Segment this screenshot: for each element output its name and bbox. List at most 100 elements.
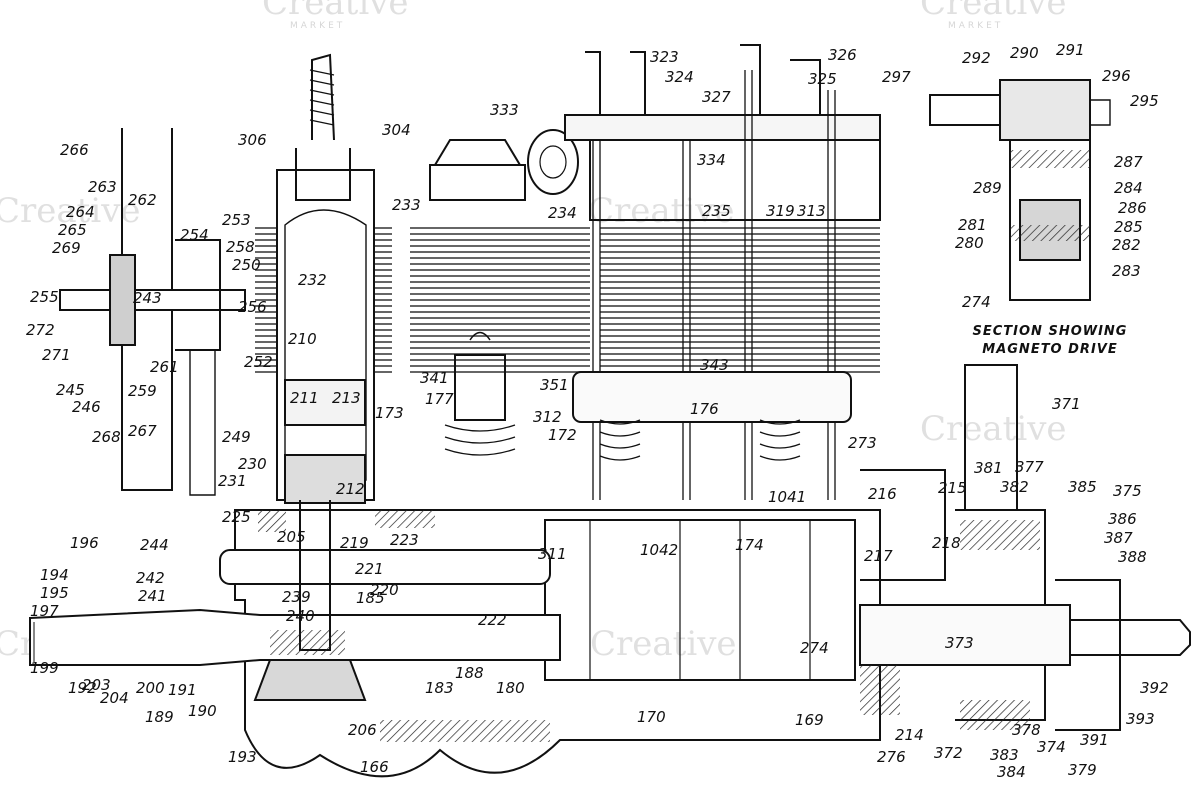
head-block	[589, 139, 881, 221]
part-label: 292	[962, 49, 991, 67]
cylinder-bore	[284, 209, 367, 481]
part-label: 276	[877, 748, 906, 766]
part-label: 243	[133, 289, 162, 307]
main-shaft-right	[859, 604, 1071, 666]
watermark-sub: MARKET	[948, 21, 1003, 31]
part-label: 210	[288, 330, 317, 348]
part-label: 284	[1114, 179, 1143, 197]
rocker-stand	[585, 51, 646, 115]
rocker-post	[740, 44, 821, 115]
part-label: 375	[1113, 482, 1142, 500]
part-label: 1041	[768, 488, 806, 506]
part-label: 240	[286, 607, 315, 625]
watermark-text: Creative	[590, 624, 737, 664]
part-label: 172	[548, 426, 577, 444]
magneto-casing	[1009, 139, 1091, 301]
section-hatching	[258, 150, 1090, 742]
part-label: 274	[800, 639, 829, 657]
magneto-gear	[999, 79, 1091, 141]
part-label: 241	[138, 587, 167, 605]
part-label: 177	[425, 390, 454, 408]
intake-flange	[433, 139, 522, 166]
part-label: 231	[218, 472, 247, 490]
part-label: 218	[932, 534, 961, 552]
part-label: 258	[226, 238, 255, 256]
part-label: 383	[990, 746, 1019, 764]
part-label: 176	[690, 400, 719, 418]
part-label: 264	[66, 203, 95, 221]
valve-spring	[309, 69, 335, 126]
part-label: 392	[1140, 679, 1169, 697]
part-label: 323	[650, 48, 679, 66]
part-label: 219	[340, 534, 369, 552]
part-label: 220	[370, 581, 399, 599]
part-label: 197	[30, 602, 59, 620]
part-label: 223	[390, 531, 419, 549]
part-label: 262	[128, 191, 157, 209]
part-label: 351	[540, 376, 569, 394]
magneto-coupling	[929, 94, 1001, 126]
part-label: 273	[848, 434, 877, 452]
caption-line-2: MAGNETO DRIVE	[982, 342, 1117, 357]
part-label: 205	[277, 528, 306, 546]
part-label: 283	[1112, 262, 1141, 280]
part-label: 312	[533, 408, 562, 426]
part-label: 189	[145, 708, 174, 726]
part-label: 230	[238, 455, 267, 473]
magneto-flange	[527, 129, 579, 195]
part-label: 173	[375, 404, 404, 422]
part-label: 297	[882, 68, 911, 86]
part-label: 253	[222, 211, 251, 229]
part-label: 272	[26, 321, 55, 339]
part-label: 214	[895, 726, 924, 744]
part-label: 319	[766, 202, 795, 220]
part-label: 206	[348, 721, 377, 739]
magneto-caption: SECTION SHOWING MAGNETO DRIVE	[973, 324, 1127, 357]
part-label: 252	[244, 353, 273, 371]
piston-lower	[284, 454, 366, 504]
camshaft	[219, 549, 551, 585]
part-label: 333	[490, 101, 519, 119]
part-label: 291	[1056, 41, 1085, 59]
part-label: 195	[40, 584, 69, 602]
part-label: 372	[934, 744, 963, 762]
part-label: 232	[298, 271, 327, 289]
part-label: 212	[336, 480, 365, 498]
watermark-text: Creative	[262, 0, 409, 23]
part-label: 244	[140, 536, 169, 554]
part-label: 313	[797, 202, 826, 220]
part-label: 325	[808, 70, 837, 88]
part-label: 225	[222, 508, 251, 526]
part-label: 190	[188, 702, 217, 720]
watermark-text: Creative	[920, 409, 1067, 449]
part-label: 280	[955, 234, 984, 252]
part-label: 245	[56, 381, 85, 399]
part-label: 286	[1118, 199, 1147, 217]
part-label: 326	[828, 46, 857, 64]
part-label: 192	[68, 679, 97, 697]
part-label: 222	[478, 611, 507, 629]
part-label: 324	[665, 68, 694, 86]
watermark-text: Creative	[0, 191, 141, 231]
part-label: 211	[290, 389, 319, 407]
part-label: 242	[136, 569, 165, 587]
part-label: 193	[228, 748, 257, 766]
valve-springs-lower	[599, 419, 641, 461]
watermark-text: Creative	[588, 191, 735, 231]
part-label: 379	[1068, 761, 1097, 779]
valve-cage	[295, 148, 351, 201]
part-label: 373	[945, 634, 974, 652]
part-label: 235	[702, 202, 731, 220]
part-label: 256	[238, 298, 267, 316]
part-label: 254	[180, 226, 209, 244]
part-label: 374	[1037, 738, 1066, 756]
part-label: 388	[1118, 548, 1147, 566]
part-label: 249	[222, 428, 251, 446]
part-label: 306	[238, 131, 267, 149]
part-label: 269	[52, 239, 81, 257]
valve-stem	[311, 53, 335, 141]
watermark-text: Creative	[920, 0, 1067, 23]
part-label: 265	[58, 221, 87, 239]
part-label: 295	[1130, 92, 1159, 110]
part-label: 191	[168, 681, 197, 699]
